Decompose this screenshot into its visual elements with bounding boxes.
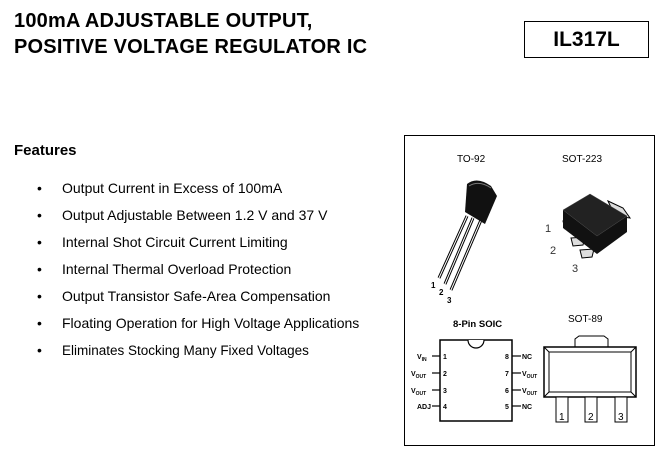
bullet-icon: •	[37, 180, 42, 196]
bullet-icon: •	[37, 261, 42, 277]
sot89-label: SOT-89	[568, 314, 603, 325]
soic-pin-num: 4	[443, 404, 447, 411]
soic-pin-num: 2	[443, 371, 447, 378]
feature-item: •Output Adjustable Between 1.2 V and 37 …	[37, 207, 328, 223]
soic-label: 8-Pin SOIC	[453, 319, 502, 330]
sot223-drawing	[562, 193, 632, 259]
bullet-icon: •	[37, 207, 42, 223]
feature-item: •Eliminates Stocking Many Fixed Voltages	[37, 342, 309, 358]
feature-item: •Floating Operation for High Voltage App…	[37, 315, 360, 331]
soic-pin-num: 5	[505, 404, 509, 411]
feature-item: •Internal Shot Circuit Current Limiting	[37, 234, 288, 250]
title-line-1: 100mA ADJUSTABLE OUTPUT,	[14, 10, 313, 32]
feature-item: •Output Current in Excess of 100mA	[37, 180, 283, 196]
soic-pin-name: VIN	[417, 354, 427, 363]
sot89-pin-2: 2	[588, 412, 594, 423]
soic-pin-name: ADJ	[417, 404, 431, 411]
package-diagrams: TO-92 1 2 3 SOT-223 1 2 3 8-Pin SOIC	[404, 135, 655, 446]
sot89-pin-3: 3	[618, 412, 624, 423]
feature-item: •Internal Thermal Overload Protection	[37, 261, 292, 277]
sot89-pin-1: 1	[559, 412, 565, 423]
bullet-icon: •	[37, 315, 42, 331]
title-line-2: POSITIVE VOLTAGE REGULATOR IC	[14, 36, 368, 58]
soic-pin-num: 8	[505, 354, 509, 361]
to92-drawing	[437, 180, 497, 291]
part-number-box: IL317L	[524, 21, 649, 58]
bullet-icon: •	[37, 342, 42, 358]
to92-pin-2: 2	[439, 288, 444, 297]
soic-drawing	[432, 339, 521, 422]
sot223-pin-3: 3	[572, 263, 578, 275]
bullet-icon: •	[37, 288, 42, 304]
to92-pin-1: 1	[431, 281, 436, 290]
sot223-pin-1: 1	[545, 223, 551, 235]
soic-pin-num: 1	[443, 354, 447, 361]
bullet-icon: •	[37, 234, 42, 250]
package-drawings: TO-92 1 2 3 SOT-223 1 2 3 8-Pin SOIC	[411, 154, 637, 423]
soic-pin-num: 6	[505, 388, 509, 395]
soic-pin-name: VOUT	[411, 388, 426, 397]
soic-pin-num: 3	[443, 388, 447, 395]
sot89-drawing	[543, 335, 637, 423]
soic-pin-num: 7	[505, 371, 509, 378]
features-list: •Output Current in Excess of 100mA •Outp…	[0, 178, 359, 367]
to92-label: TO-92	[457, 154, 486, 165]
sot223-label: SOT-223	[562, 154, 602, 165]
sot223-pin-2: 2	[550, 245, 556, 257]
soic-pin-name: VOUT	[522, 388, 537, 397]
soic-pin-name: VOUT	[522, 371, 537, 380]
page-title: 100mA ADJUSTABLE OUTPUT, POSITIVE VOLTAG…	[14, 8, 367, 60]
features-heading: Features	[14, 142, 77, 159]
soic-pin-name: NC	[522, 354, 532, 361]
soic-pin-name: VOUT	[411, 371, 426, 380]
feature-item: •Output Transistor Safe-Area Compensatio…	[37, 288, 331, 304]
to92-pin-3: 3	[447, 296, 452, 305]
soic-pin-name: NC	[522, 404, 532, 411]
